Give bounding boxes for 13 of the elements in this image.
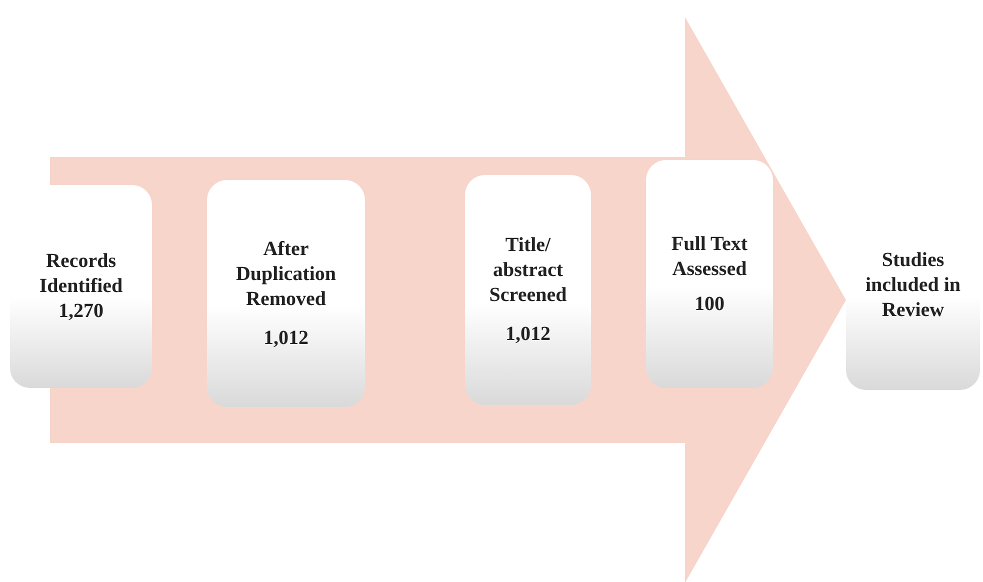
step-count: 1,270 [58,299,104,324]
step-count: 1,012 [264,326,308,350]
process-box [207,180,365,407]
step-label: Title/ abstract Screened [488,233,568,308]
step-label: Full Text Assessed [670,232,749,282]
step-label: After Duplication Removed [234,236,338,312]
process-box [10,185,152,388]
step-count: 100 [694,292,724,316]
step-label: Studies included in Review [864,248,962,322]
process-box [465,175,591,405]
step-count: 1,012 [506,322,550,347]
process-box [646,160,773,388]
step-label: Records Identified [38,249,124,299]
